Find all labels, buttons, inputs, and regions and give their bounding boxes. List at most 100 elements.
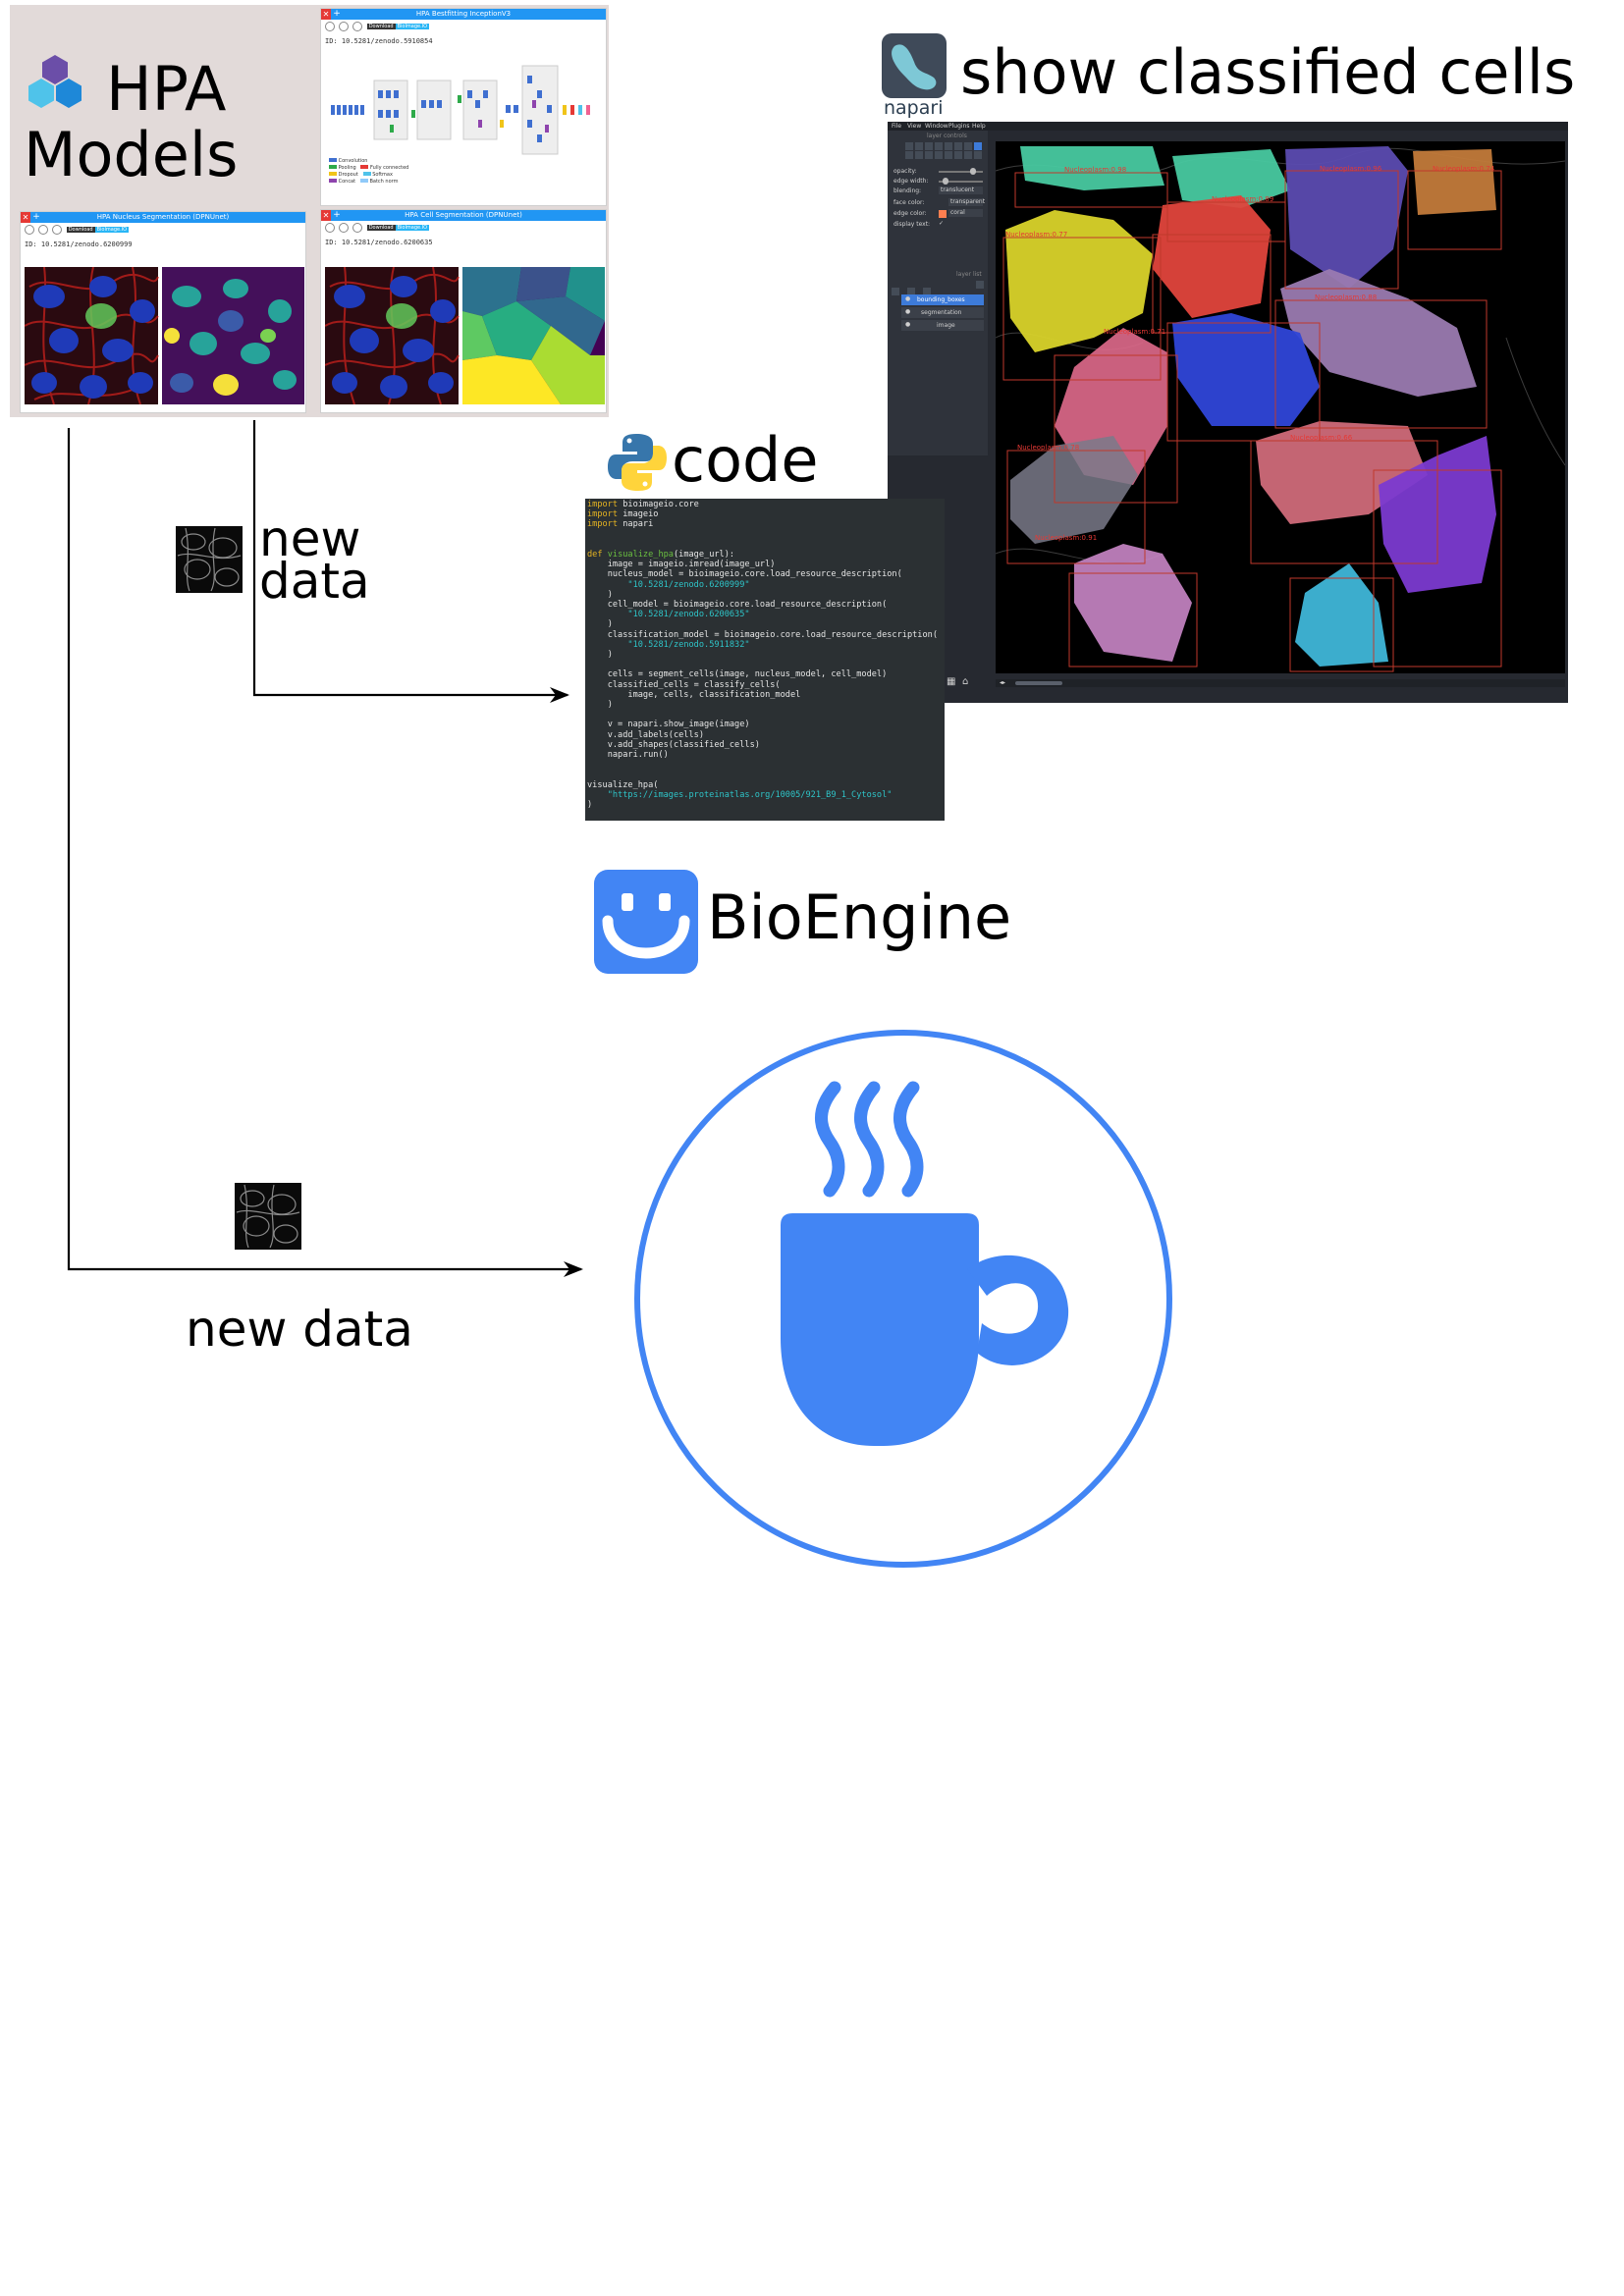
code-line: classification_model = bioimageio.core.l… xyxy=(587,629,938,640)
code-line: "https://images.proteinatlas.org/10005/9… xyxy=(607,789,893,800)
layer-name: bounding_boxes xyxy=(917,296,965,303)
tool-button[interactable] xyxy=(954,142,962,150)
new-labels-layer-button[interactable] xyxy=(923,288,932,295)
download-badge[interactable]: Download xyxy=(366,24,396,29)
tool-button[interactable] xyxy=(915,142,923,150)
download-icon[interactable] xyxy=(325,223,335,233)
tool-button[interactable] xyxy=(905,142,913,150)
card-title: HPA Nucleus Segmentation (DPNUnet) xyxy=(96,213,230,221)
edge-color-swatch[interactable] xyxy=(939,210,947,218)
tool-button[interactable] xyxy=(954,151,962,159)
card-title-bar: ✕ + HPA Cell Segmentation (DPNUnet) xyxy=(321,210,606,221)
add-icon[interactable]: + xyxy=(333,9,341,19)
cell-class-label: Nucleoplasm:0.71 xyxy=(1104,328,1166,336)
close-icon[interactable]: ✕ xyxy=(321,9,331,20)
code-line: "10.5281/zenodo.5911832" xyxy=(627,639,750,650)
download-badge[interactable]: Download xyxy=(66,227,95,233)
thumbs-icon[interactable] xyxy=(38,225,49,235)
menu-view[interactable]: View xyxy=(907,123,922,130)
cell-class-label: Nucleoplasm:0.89 xyxy=(1212,195,1274,203)
python-logo-icon xyxy=(608,434,667,491)
control-edge-color-label: edge color: xyxy=(893,210,927,217)
menu-file[interactable]: File xyxy=(892,123,902,130)
bioimageio-badge[interactable]: BioImage.IO xyxy=(395,225,430,231)
bioimageio-badge[interactable]: BioImage.IO xyxy=(94,227,130,233)
close-icon[interactable]: ✕ xyxy=(321,210,331,221)
tool-button[interactable] xyxy=(905,151,913,159)
tool-button-active[interactable] xyxy=(974,142,982,150)
cell-class-label: Nucleoplasm:0.91 xyxy=(1035,534,1098,542)
share-icon[interactable] xyxy=(352,22,363,31)
close-icon[interactable]: ✕ xyxy=(21,212,30,223)
code-line xyxy=(587,660,938,669)
menu-plugins[interactable]: Plugins xyxy=(948,123,970,130)
code-line: classified_cells = classify_cells( xyxy=(587,679,781,690)
download-badge[interactable]: Download xyxy=(366,225,396,231)
tool-button[interactable] xyxy=(945,151,952,159)
bioimageio-badge[interactable]: BioImage.IO xyxy=(395,24,430,29)
code-line: def visualize_hpa(image_url): xyxy=(587,550,735,561)
tool-button[interactable] xyxy=(974,151,982,159)
code-line xyxy=(587,710,938,720)
code-line: nucleus_model = bioimageio.core.load_res… xyxy=(587,569,902,580)
menu-help[interactable]: Help xyxy=(972,123,986,130)
tool-button[interactable] xyxy=(964,151,972,159)
thumbs-icon[interactable] xyxy=(339,22,350,31)
tool-button[interactable] xyxy=(935,151,943,159)
code-line: image, cells, classification_model xyxy=(587,689,801,700)
new-shapes-layer-button[interactable] xyxy=(907,288,916,295)
console-icon[interactable]: ▦ xyxy=(947,676,956,687)
layer-controls-header: layer controls xyxy=(927,133,967,139)
code-line xyxy=(587,540,938,550)
control-edge-width-label: edge width: xyxy=(893,178,929,185)
download-icon[interactable] xyxy=(25,225,34,235)
code-line: ) xyxy=(587,800,593,811)
display-text-checkbox[interactable]: ✓ xyxy=(939,220,945,227)
face-color-select[interactable]: transparent xyxy=(948,198,986,206)
code-section-title: code xyxy=(672,424,819,496)
blending-select[interactable]: translucent xyxy=(939,187,983,194)
add-icon[interactable]: + xyxy=(333,210,341,220)
eye-icon[interactable]: ● xyxy=(905,321,911,328)
add-icon[interactable]: + xyxy=(32,212,40,222)
tool-button[interactable] xyxy=(964,142,972,150)
opacity-slider[interactable] xyxy=(939,168,983,175)
model-card-cell[interactable]: ✕ + HPA Cell Segmentation (DPNUnet) Down… xyxy=(320,209,607,413)
layer-name: segmentation xyxy=(921,309,962,316)
play-icon[interactable]: ◂▸ xyxy=(1000,679,1006,686)
tool-button[interactable] xyxy=(935,142,943,150)
code-line: ) xyxy=(587,589,613,600)
delete-layer-button[interactable] xyxy=(976,281,984,289)
thumbs-icon[interactable] xyxy=(339,223,350,233)
edge-color-select[interactable]: coral xyxy=(948,209,983,217)
home-icon[interactable]: ⌂ xyxy=(962,676,969,687)
share-icon[interactable] xyxy=(52,225,63,235)
new-points-layer-button[interactable] xyxy=(892,288,899,295)
card-title: HPA Cell Segmentation (DPNUnet) xyxy=(405,211,522,219)
new-data-label-top-line2: data xyxy=(259,553,370,610)
tool-button[interactable] xyxy=(945,142,952,150)
tool-button[interactable] xyxy=(925,151,933,159)
code-line: cells = segment_cells(image, nucleus_mod… xyxy=(587,669,888,680)
menu-window[interactable]: Window xyxy=(925,123,948,130)
tool-button[interactable] xyxy=(925,142,933,150)
layer-item-segmentation[interactable]: ● segmentation xyxy=(901,307,984,318)
napari-window: File View Window Plugins Help layer cont… xyxy=(888,122,1568,703)
cell-class-label: Nucleoplasm:0.88 xyxy=(1315,294,1378,301)
dims-slider-handle[interactable] xyxy=(1015,681,1062,685)
network-legend: Convolution Pooling Fully connected Drop… xyxy=(329,158,408,186)
new-data-thumbnail-bottom xyxy=(235,1183,301,1250)
eye-icon[interactable]: ● xyxy=(905,295,911,302)
layer-item-bounding-boxes[interactable]: ● bounding_boxes xyxy=(901,294,984,305)
eye-icon[interactable]: ● xyxy=(905,308,911,315)
cell-class-label: Nucleoplasm:0.96 xyxy=(1320,165,1382,173)
model-card-nucleus[interactable]: ✕ + HPA Nucleus Segmentation (DPNUnet) D… xyxy=(20,211,306,413)
share-icon[interactable] xyxy=(352,223,363,233)
download-icon[interactable] xyxy=(325,22,335,31)
layer-item-image[interactable]: ● image xyxy=(901,320,984,331)
model-card-inception[interactable]: ✕ + HPA Bestfitting InceptionV3 Download… xyxy=(320,8,607,206)
napari-canvas[interactable]: Nucleoplasm:0.98 Nucleoplasm:0.89 Nucleo… xyxy=(995,141,1566,673)
tool-button[interactable] xyxy=(915,151,923,159)
edge-width-slider[interactable] xyxy=(939,178,983,185)
